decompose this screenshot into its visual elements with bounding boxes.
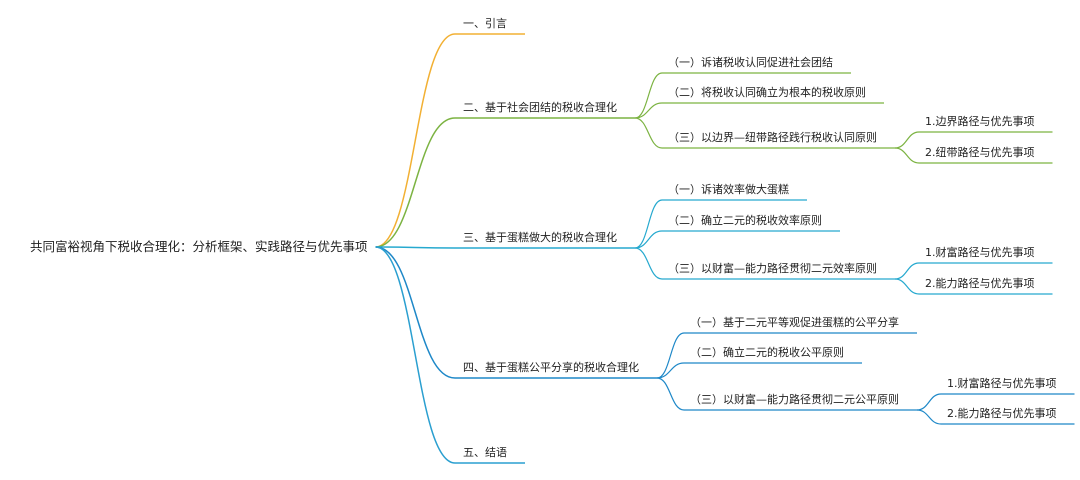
connector-2-3-1 (894, 131, 920, 149)
subtopic-3-2[interactable]: （二）确立二元的税收效率原则 (668, 214, 822, 227)
leaf-2-3-2[interactable]: 2.纽带路径与优先事项 (925, 146, 1035, 159)
connector-4-2 (656, 362, 685, 379)
connector-4-1 (656, 332, 685, 379)
connector-4-3-2 (916, 409, 942, 425)
topic-intro[interactable]: 一、引言 (463, 17, 507, 30)
topic-fair-sharing[interactable]: 四、基于蛋糕公平分享的税收合理化 (463, 361, 639, 374)
connector-root-4 (375, 246, 456, 379)
subtopic-4-2[interactable]: （二）确立二元的税收公平原则 (690, 346, 844, 359)
subtopic-2-3[interactable]: （三）以边界—纽带路径践行税收认同原则 (668, 131, 877, 144)
connector-2-1 (634, 72, 663, 119)
subtopic-3-1[interactable]: （一）诉诸效率做大蛋糕 (668, 183, 789, 196)
connector-root-5 (375, 246, 456, 464)
connector-3-3-2 (894, 278, 920, 295)
connector-root-3 (375, 246, 456, 249)
connector-root-1 (375, 33, 456, 248)
root-topic[interactable]: 共同富裕视角下税收合理化：分析框架、实践路径与优先事项 (30, 239, 368, 254)
subtopic-3-3[interactable]: （三）以财富—能力路径贯彻二元效率原则 (668, 262, 877, 275)
connector-2-2 (634, 102, 663, 119)
connector-3-2 (634, 230, 663, 249)
connector-4-3-1 (916, 393, 942, 411)
connector-4-3 (656, 377, 685, 411)
leaf-3-3-1[interactable]: 1.财富路径与优先事项 (925, 246, 1035, 259)
connector-2-3 (634, 117, 663, 149)
leaf-4-3-1[interactable]: 1.财富路径与优先事项 (947, 377, 1057, 390)
connector-2-3-2 (894, 147, 920, 164)
leaf-3-3-2[interactable]: 2.能力路径与优先事项 (925, 277, 1035, 290)
topic-conclusion[interactable]: 五、结语 (463, 446, 507, 459)
connector-3-3-1 (894, 262, 920, 280)
connector-3-1 (634, 199, 663, 249)
subtopic-2-2[interactable]: （二）将税收认同确立为根本的税收原则 (668, 86, 866, 99)
subtopic-4-1[interactable]: （一）基于二元平等观促进蛋糕的公平分享 (690, 316, 899, 329)
subtopic-4-3[interactable]: （三）以财富—能力路径贯彻二元公平原则 (690, 393, 899, 406)
topic-cake-growth[interactable]: 三、基于蛋糕做大的税收合理化 (463, 231, 617, 244)
leaf-4-3-2[interactable]: 2.能力路径与优先事项 (947, 407, 1057, 420)
connector-3-3 (634, 247, 663, 280)
topic-social-solidarity[interactable]: 二、基于社会团结的税收合理化 (463, 101, 617, 114)
connector-root-2 (375, 117, 456, 248)
leaf-2-3-1[interactable]: 1.边界路径与优先事项 (925, 115, 1035, 128)
subtopic-2-1[interactable]: （一）诉诸税收认同促进社会团结 (668, 56, 833, 69)
